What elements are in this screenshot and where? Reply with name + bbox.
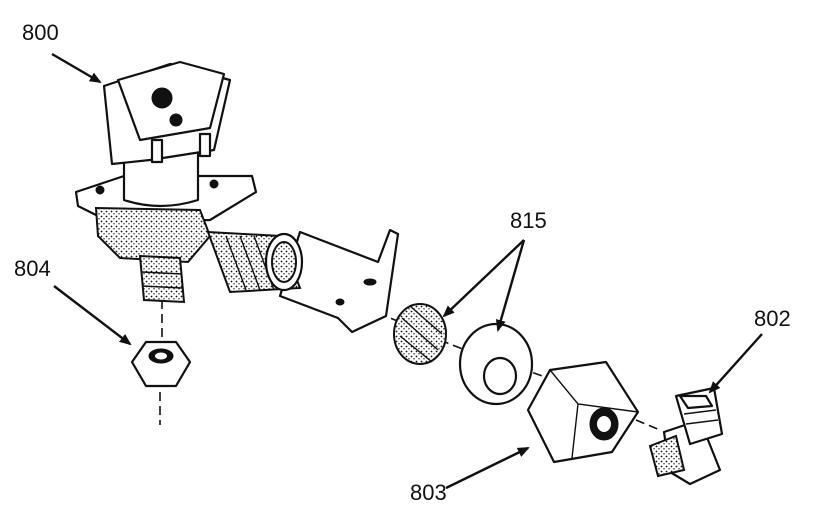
inlet-threaded-fitting [206, 230, 304, 294]
valve-body [94, 206, 212, 264]
leader-800 [51, 52, 102, 84]
callout-labels: 800 804 815 802 803 [14, 20, 791, 505]
strainer-screen [393, 303, 447, 365]
hex-nut-large [526, 360, 640, 464]
flat-washer [458, 322, 534, 406]
callout-leaders [51, 52, 763, 490]
callout-815: 815 [510, 208, 547, 233]
leader-802 [708, 333, 763, 394]
leader-815-strainer [442, 239, 525, 318]
hex-nut-small [130, 340, 192, 388]
callout-804: 804 [14, 256, 51, 281]
bracket-hole [335, 298, 345, 306]
frame-center-hole [151, 87, 173, 109]
outlet-nipple [138, 254, 186, 304]
leader-804 [53, 285, 132, 346]
mounting-bracket [278, 228, 400, 334]
callout-800: 800 [22, 20, 59, 45]
water-valve-assembly [74, 60, 400, 334]
leader-815-washer [495, 239, 526, 332]
leader-803 [445, 446, 530, 490]
bracket-slot [363, 278, 377, 286]
callout-802: 802 [754, 306, 791, 331]
elbow-fitting [648, 386, 724, 486]
callout-803: 803 [410, 480, 447, 505]
terminal-right [198, 132, 212, 158]
terminal-left [150, 138, 164, 164]
